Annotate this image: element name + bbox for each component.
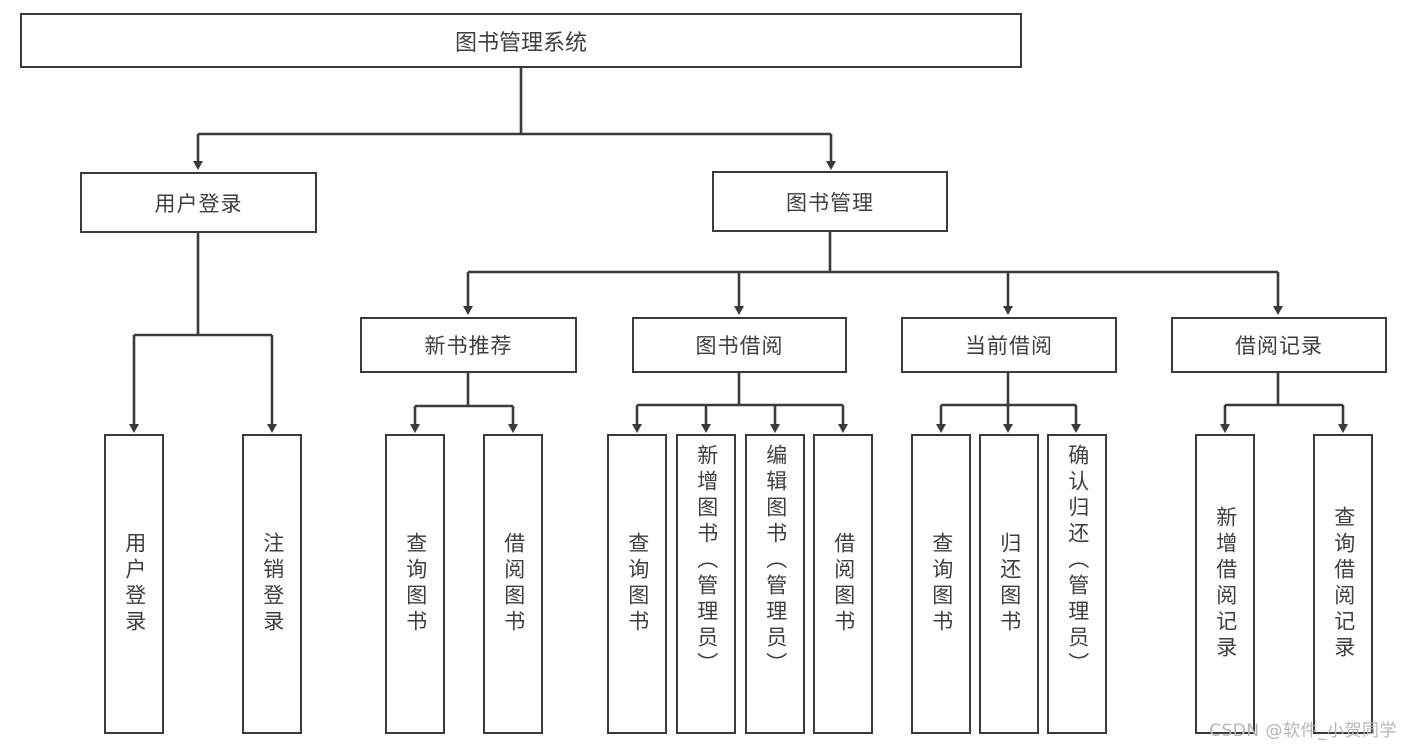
node-label: 当前借阅 <box>965 334 1053 358</box>
leaf-confirm-return-admin[interactable]: 确认归还（管理员） <box>1047 434 1107 734</box>
node-label: 编辑图书（管理员） <box>763 444 788 678</box>
node-label: 图书管理 <box>786 190 874 215</box>
leaf-borrow-book-recommend[interactable]: 借阅图书 <box>483 434 543 734</box>
csdn-watermark: CSDN @软件_小贺同学 <box>1209 721 1397 741</box>
node-label: 借阅图书 <box>831 532 856 636</box>
node-label: 新书推荐 <box>424 334 513 358</box>
node-book-borrow[interactable]: 图书借阅 <box>632 317 847 373</box>
node-label: 图书借阅 <box>695 334 784 358</box>
node-label: 借阅记录 <box>1235 334 1323 358</box>
node-label: 查询图书 <box>403 532 428 636</box>
leaf-query-book-current[interactable]: 查询图书 <box>911 434 971 734</box>
node-label: 注销登录 <box>260 532 285 636</box>
node-user-login[interactable]: 用户登录 <box>80 172 317 233</box>
leaf-query-book-recommend[interactable]: 查询图书 <box>385 434 445 734</box>
leaf-return-book[interactable]: 归还图书 <box>979 434 1039 734</box>
node-borrow-record[interactable]: 借阅记录 <box>1171 317 1387 373</box>
node-label: 查询图书 <box>625 532 650 636</box>
node-root-system[interactable]: 图书管理系统 <box>20 13 1022 68</box>
node-label: 查询图书 <box>929 532 954 636</box>
node-book-management[interactable]: 图书管理 <box>712 171 948 232</box>
node-label: 查询借阅记录 <box>1331 506 1356 662</box>
node-label: 用户登录 <box>154 191 243 216</box>
node-label: 确认归还（管理员） <box>1065 444 1090 678</box>
node-new-book-recommend[interactable]: 新书推荐 <box>360 317 577 373</box>
leaf-logout[interactable]: 注销登录 <box>242 434 302 734</box>
leaf-add-borrow-record[interactable]: 新增借阅记录 <box>1195 434 1255 734</box>
node-label: 归还图书 <box>997 532 1022 636</box>
leaf-edit-book-admin[interactable]: 编辑图书（管理员） <box>745 434 805 734</box>
node-label: 借阅图书 <box>501 532 526 636</box>
leaf-borrow-book[interactable]: 借阅图书 <box>813 434 873 734</box>
node-label: 新增借阅记录 <box>1213 506 1238 662</box>
node-label: 用户登录 <box>122 532 147 636</box>
node-label: 图书管理系统 <box>454 30 587 56</box>
leaf-user-login[interactable]: 用户登录 <box>104 434 164 734</box>
leaf-add-book-admin[interactable]: 新增图书（管理员） <box>676 434 736 734</box>
leaf-query-borrow-record[interactable]: 查询借阅记录 <box>1313 434 1373 734</box>
node-label: 新增图书（管理员） <box>694 444 719 678</box>
leaf-query-book-borrow[interactable]: 查询图书 <box>607 434 667 734</box>
node-current-borrow[interactable]: 当前借阅 <box>901 317 1117 373</box>
